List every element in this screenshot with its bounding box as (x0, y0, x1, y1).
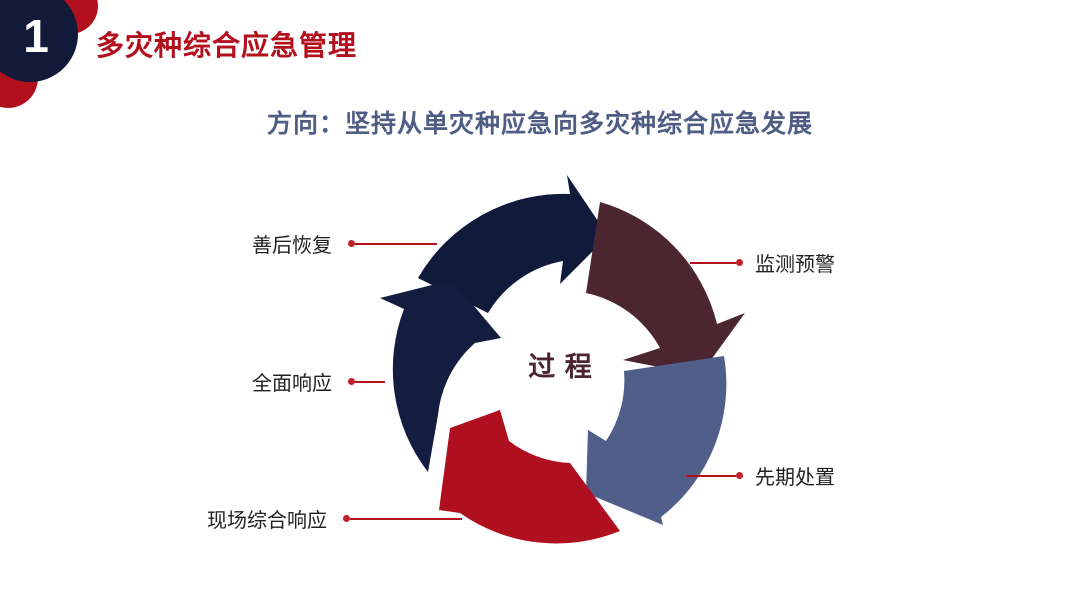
callout-dot (348, 378, 355, 385)
callout-dot (736, 472, 743, 479)
center-label: 过 程 (528, 352, 591, 383)
callout-line (355, 242, 437, 245)
section-title: 多灾种综合应急管理 (96, 29, 358, 62)
stage-label-onsite: 现场综合响应 (207, 508, 327, 532)
stage-arrow-full (380, 280, 501, 472)
stage-label-full-response: 全面响应 (252, 371, 332, 395)
callout-full-response: 全面响应 (252, 367, 385, 396)
callout-monitoring: 监测预警 (690, 248, 835, 277)
stage-arrow-onsite (439, 410, 620, 544)
callout-line (350, 517, 462, 520)
callout-dot (736, 259, 743, 266)
callout-recovery: 善后恢复 (252, 229, 437, 258)
stage-label-recovery: 善后恢复 (252, 233, 332, 257)
stage-arrow-initial (586, 356, 727, 525)
callout-line (690, 261, 736, 264)
callout-line (355, 380, 385, 383)
stage-label-initial: 先期处置 (755, 465, 835, 489)
section-badge (0, 0, 98, 108)
section-number: 1 (23, 10, 49, 62)
stage-arrow-monitoring (586, 202, 745, 375)
stage-label-monitoring: 监测预警 (755, 252, 835, 276)
callout-onsite: 现场综合响应 (207, 504, 462, 533)
stage-arrow-recovery (418, 175, 608, 313)
subtitle: 方向：坚持从单灾种应急向多灾种综合应急发展 (266, 109, 813, 138)
cycle-diagram: 过 程 (380, 175, 745, 544)
badge-navy-circle (0, 0, 78, 82)
callout-dot (343, 515, 350, 522)
callout-dot (348, 240, 355, 247)
callout-initial: 先期处置 (686, 461, 835, 490)
callout-line (686, 474, 736, 477)
